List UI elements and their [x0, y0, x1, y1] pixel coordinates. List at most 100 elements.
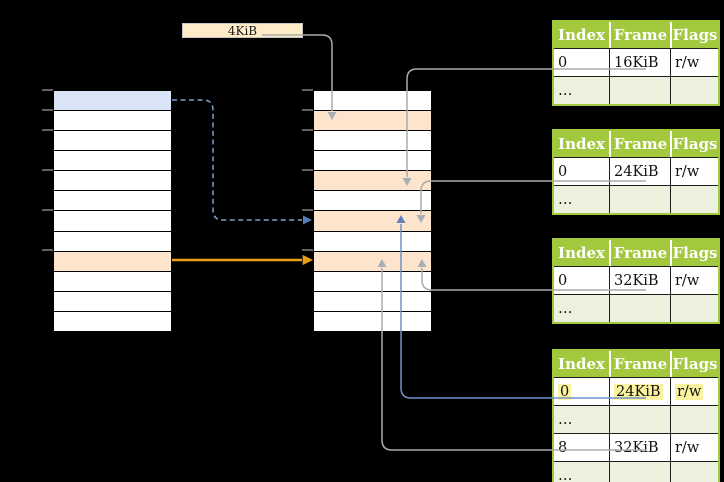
- table-cell: r/w: [670, 267, 718, 294]
- left-memory-row-7: [54, 230, 171, 251]
- table-cell-text: 0: [558, 272, 568, 289]
- table-cell: 0: [554, 267, 609, 294]
- middle-memory-row-1: [314, 110, 431, 131]
- virtual-page0-arrowhead: [303, 215, 312, 225]
- table-cell: [609, 77, 670, 104]
- table-cell-text: 32KiB: [614, 272, 659, 289]
- header-cell-frame: Frame: [609, 351, 670, 377]
- table-cell: …: [554, 462, 609, 482]
- page-table-2-row-1: …: [554, 185, 718, 213]
- table-cell: 8: [554, 434, 609, 461]
- table-cell-text: r/w: [675, 54, 700, 71]
- page-table-3-row-0: 0 32KiB r/w: [554, 266, 718, 294]
- middle-memory-row-2: [314, 130, 431, 151]
- page-table-3-row-1: …: [554, 294, 718, 322]
- middle-memory-column: [313, 90, 432, 332]
- table-cell: 0: [554, 49, 609, 76]
- header-cell-index: Index: [558, 26, 605, 44]
- table-cell-text: 32KiB: [614, 439, 659, 456]
- table-cell: 24KiB: [609, 158, 670, 185]
- left-memory-row-9: [54, 270, 171, 291]
- left-memory-row-3: [54, 150, 171, 171]
- middle-memory-row-10: [314, 290, 431, 311]
- table-cell-text: …: [558, 82, 573, 99]
- header-cell-flags: Flags: [670, 131, 718, 157]
- middle-memory-row-11: [314, 310, 431, 331]
- table-cell: r/w: [670, 158, 718, 185]
- table-cell-text: r/w: [675, 383, 704, 400]
- table-cell-text: 0: [558, 383, 572, 400]
- page-table-4-row-1: …: [554, 405, 718, 433]
- header-cell-frame: Frame: [609, 22, 670, 48]
- frame-size-label: 4KiB: [182, 23, 303, 38]
- table-cell: [670, 295, 718, 322]
- middle-memory-row-8: [314, 250, 431, 271]
- table-cell: 24KiB: [609, 378, 670, 405]
- table-cell: [609, 295, 670, 322]
- virtual-page8-arrowhead: [302, 254, 313, 266]
- table-cell-text: 8: [558, 439, 568, 456]
- page-table-4-row-3: …: [554, 461, 718, 482]
- table-cell: r/w: [670, 49, 718, 76]
- left-memory-row-5: [54, 190, 171, 211]
- middle-memory-row-4: [314, 170, 431, 191]
- table-cell: [609, 462, 670, 482]
- left-memory-row-4: [54, 170, 171, 191]
- table-cell: r/w: [670, 434, 718, 461]
- page-table-2-row-0: 0 24KiB r/w: [554, 157, 718, 185]
- table-cell: …: [554, 77, 609, 104]
- page-table-4-row-0: 0 24KiB r/w: [554, 377, 718, 405]
- left-memory-row-6: [54, 210, 171, 231]
- table-cell: 32KiB: [609, 434, 670, 461]
- table-cell: …: [554, 406, 609, 433]
- table-cell: [609, 406, 670, 433]
- header-cell-index: Index: [558, 244, 605, 262]
- left-memory-row-11: [54, 310, 171, 331]
- table-cell-text: 0: [558, 163, 568, 180]
- header-cell-frame: Frame: [609, 131, 670, 157]
- middle-memory-row-9: [314, 270, 431, 291]
- header-cell-flags: Flags: [670, 351, 718, 377]
- table-cell-text: r/w: [675, 272, 700, 289]
- table-cell-text: …: [558, 411, 573, 428]
- table-cell: 32KiB: [609, 267, 670, 294]
- table-cell: [609, 186, 670, 213]
- table-cell: [670, 77, 718, 104]
- table-cell-text: r/w: [675, 163, 700, 180]
- table-cell: 0: [554, 158, 609, 185]
- left-memory-row-2: [54, 130, 171, 151]
- table-cell-text: 24KiB: [614, 163, 659, 180]
- table-cell: r/w: [670, 378, 718, 405]
- header-cell-flags: Flags: [670, 240, 718, 266]
- table-cell-text: …: [558, 191, 573, 208]
- table-cell: [670, 462, 718, 482]
- left-memory-row-10: [54, 290, 171, 311]
- table-cell-text: 0: [558, 54, 568, 71]
- page-table-1-row-1: …: [554, 76, 718, 104]
- table-cell: 0: [554, 378, 609, 405]
- table-cell-text: …: [558, 300, 573, 317]
- page-table-1-row-0: 0 16KiB r/w: [554, 48, 718, 76]
- frame-size-label-text: 4KiB: [227, 23, 258, 38]
- table-cell-text: …: [558, 467, 573, 482]
- left-memory-row-1: [54, 110, 171, 131]
- middle-memory-row-5: [314, 190, 431, 211]
- header-cell-frame: Frame: [609, 240, 670, 266]
- middle-memory-row-3: [314, 150, 431, 171]
- table-cell: …: [554, 295, 609, 322]
- middle-memory-row-0: [314, 91, 431, 111]
- middle-memory-row-7: [314, 230, 431, 251]
- table-cell-text: 16KiB: [614, 54, 659, 71]
- table-cell: …: [554, 186, 609, 213]
- left-memory-column: [53, 90, 172, 332]
- table-cell: [670, 186, 718, 213]
- table-cell-text: 24KiB: [614, 383, 663, 400]
- table-cell: [670, 406, 718, 433]
